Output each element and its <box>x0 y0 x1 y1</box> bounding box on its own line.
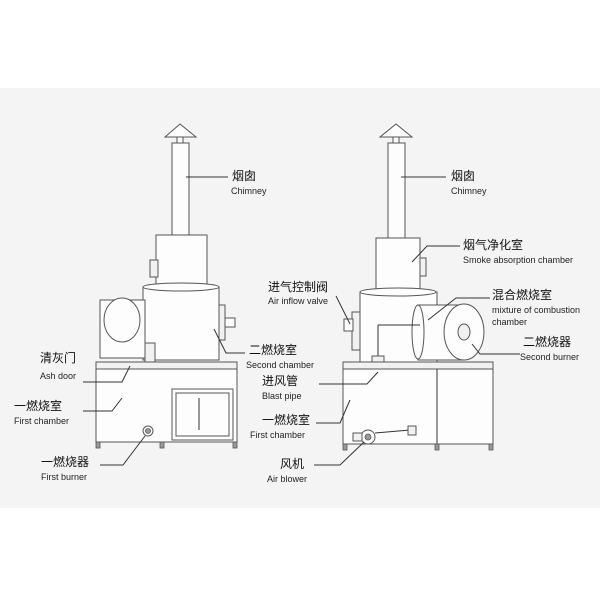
left-upper-flange <box>149 259 159 278</box>
leader-right-mixture <box>427 297 490 321</box>
label-right-second-burner-en: Second burner <box>520 352 579 362</box>
label-right-chimney-zh: 烟囱 <box>451 169 475 183</box>
right-chimney-stem <box>392 136 400 144</box>
label-left-chimney-zh: 烟囱 <box>232 169 256 183</box>
leader-right-air-blower <box>314 441 365 466</box>
right-mixture-back <box>411 304 425 360</box>
left-leg-2 <box>159 441 165 449</box>
left-fan-cover <box>103 297 141 343</box>
label-right-smoke-zh: 烟气净化室 <box>463 237 523 252</box>
right-leg-2 <box>434 443 440 451</box>
label-right-first-chamber-en: First chamber <box>250 430 305 440</box>
label-right-mixture-en1: mixture of combustion <box>492 305 580 315</box>
label-left-ash-door-en: Ash door <box>40 371 76 381</box>
label-right-mixture-en2: chamber <box>492 317 527 327</box>
right-blower-coupler <box>407 425 417 436</box>
right-chimney <box>387 142 406 239</box>
left-upper-chamber <box>155 234 208 288</box>
right-box-top-strip <box>342 361 494 370</box>
leader-left-first-burner <box>100 435 146 466</box>
leader-right-second-burner <box>471 343 520 355</box>
left-box-top-strip <box>95 361 238 370</box>
leader-right-smoke <box>411 245 460 263</box>
label-right-air-blower-en: Air blower <box>267 474 307 484</box>
leader-right-first-chamber <box>316 399 351 424</box>
left-leg-1 <box>95 441 101 449</box>
left-incinerator <box>95 123 238 449</box>
label-right-valve-en: Air inflow valve <box>268 296 328 306</box>
leader-left-second-chamber <box>213 328 245 354</box>
label-left-first-chamber-en: First chamber <box>14 416 69 426</box>
label-right-blast-pipe-zh: 进风管 <box>262 373 298 388</box>
left-chimney <box>171 142 190 236</box>
label-right-mixture-zh: 混合燃烧室 <box>492 287 552 302</box>
right-incinerator <box>342 123 494 451</box>
right-smoke-chamber <box>375 237 421 293</box>
right-blower-pipe <box>374 429 411 434</box>
left-side-valve <box>224 317 236 328</box>
right-valve-box <box>343 318 354 332</box>
right-smoke-flange <box>419 257 427 277</box>
label-right-chimney-en: Chimney <box>451 186 487 196</box>
right-blower-outlet <box>352 432 363 442</box>
right-leg-3 <box>488 443 494 451</box>
right-air-blower-hub <box>364 433 372 441</box>
left-burner-port-inner <box>145 428 151 434</box>
label-right-valve-zh: 进气控制阀 <box>268 279 328 294</box>
left-leaders <box>83 176 245 466</box>
left-second-chamber-top <box>142 282 220 292</box>
label-left-first-burner-en: First burner <box>41 472 87 482</box>
left-chimney-stem <box>176 136 184 144</box>
left-side-flange <box>218 304 226 341</box>
label-left-ash-door-zh: 清灰门 <box>40 350 76 365</box>
leader-right-blast-pipe <box>319 371 379 385</box>
leader-left-ash-door <box>83 365 131 383</box>
leader-left-first-chamber <box>83 397 123 412</box>
right-leaders <box>314 176 520 466</box>
label-right-blast-pipe-en: Blast pipe <box>262 391 302 401</box>
label-left-first-chamber-zh: 一燃烧室 <box>14 398 62 413</box>
label-left-second-chamber-zh: 二燃烧室 <box>249 342 297 357</box>
label-right-air-blower-zh: 风机 <box>280 457 304 471</box>
label-right-smoke-en: Smoke absorption chamber <box>463 255 573 265</box>
leader-right-valve <box>335 295 351 325</box>
label-right-first-chamber-zh: 一燃烧室 <box>262 412 310 427</box>
right-mixture-ring <box>457 323 471 341</box>
label-left-chimney-en: Chimney <box>231 186 267 196</box>
label-right-second-burner-zh: 二燃烧器 <box>523 334 571 349</box>
label-left-second-chamber-en: Second chamber <box>246 360 314 370</box>
label-left-first-burner-zh: 一燃烧器 <box>41 454 89 469</box>
left-ash-door-inner <box>175 392 230 437</box>
right-leg-1 <box>342 443 348 451</box>
right-main-drum-top <box>359 287 437 297</box>
left-leg-3 <box>232 441 238 449</box>
